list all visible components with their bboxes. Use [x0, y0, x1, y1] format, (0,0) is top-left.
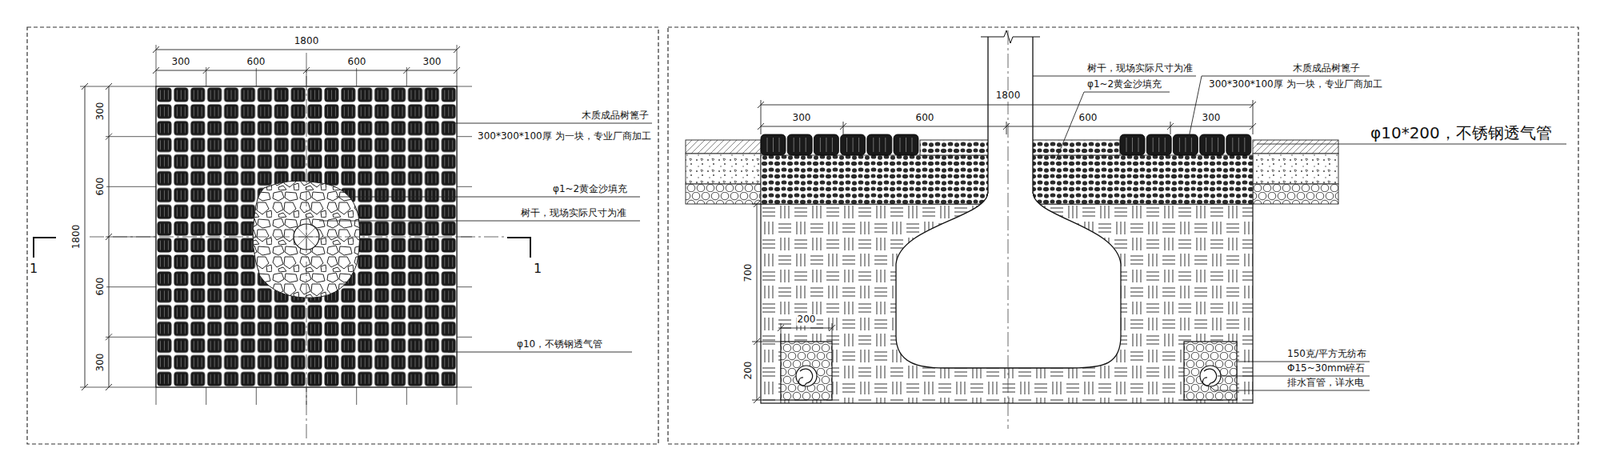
root-ball — [896, 192, 1121, 368]
callout-text: φ1~2黄金沙填充 — [552, 184, 628, 196]
dimension-text: 200 — [796, 314, 817, 326]
paving-layers — [1252, 140, 1339, 154]
callout-text: Φ15~30mm碎石 — [1286, 363, 1366, 375]
drain-pits — [1184, 341, 1237, 400]
grate-block-ribs — [767, 137, 912, 152]
plan-dimension-lines — [81, 46, 460, 391]
callout-text: 排水盲管，详水电 — [1286, 377, 1365, 389]
plan-center-lines — [89, 236, 504, 238]
dimension-text: 1800 — [995, 90, 1022, 102]
dimension-text: 300 — [171, 56, 192, 68]
plan-dimension-lines — [152, 46, 460, 74]
dimension-text: 1800 — [71, 224, 83, 251]
drain-pits — [1202, 368, 1216, 386]
section-leader-lines — [1032, 76, 1196, 77]
section-dimension-lines — [752, 100, 1256, 404]
root-ball — [896, 192, 1121, 368]
paving-layers — [1252, 184, 1339, 204]
plan-leader-lines — [319, 123, 652, 352]
sheet-frame — [27, 27, 659, 444]
section-dimension-lines — [760, 100, 1253, 135]
paving-layers — [1252, 153, 1339, 184]
dimension-text: 600 — [95, 176, 107, 197]
plan-leader-lines — [319, 220, 640, 222]
plan-dimension-lines — [84, 49, 457, 388]
dimension-text: 600 — [95, 276, 107, 297]
section-cut-marks — [33, 237, 56, 258]
section-leader-lines — [1032, 76, 1567, 391]
plan-grid-lines — [80, 44, 472, 405]
callout-text: 木质成品树篦子 — [1292, 63, 1361, 75]
dimension-text: 1800 — [293, 36, 320, 48]
section-cut-marks — [507, 237, 531, 258]
dimension-text: 600 — [915, 112, 936, 124]
plan-leader-lines — [336, 196, 640, 198]
plan-leader-lines — [448, 352, 632, 353]
callout-text: φ10*200，不锈钢透气管 — [1369, 124, 1553, 143]
section-dimension-lines — [753, 200, 760, 404]
section-mark: 1 — [532, 261, 543, 276]
plan-center-lines — [89, 52, 504, 439]
callout-text: 木质成品树篦子 — [580, 110, 650, 122]
section-mark: 1 — [28, 261, 39, 276]
section-leader-lines — [1217, 376, 1370, 377]
callout-text: 树干，现场实际尺寸为准 — [1086, 63, 1194, 75]
dimension-text: 600 — [1078, 112, 1099, 124]
drain-pits — [780, 341, 832, 400]
section-dimension-lines — [757, 101, 1256, 130]
section-dimension-lines — [752, 204, 781, 400]
section-leader-lines — [1056, 92, 1170, 160]
dimension-text: 300 — [95, 352, 107, 373]
plan-leader-lines — [448, 123, 652, 124]
paving-layers — [685, 184, 761, 204]
plan-dimension-lines — [81, 83, 112, 391]
callout-text: φ1~2黄金沙填充 — [1086, 79, 1163, 91]
section-cut-marks — [33, 237, 531, 258]
drain-pits — [796, 365, 817, 387]
tree-trunk — [988, 36, 1033, 194]
grate-block-ribs — [1126, 137, 1245, 152]
dimension-text: 700 — [743, 263, 755, 284]
section-dimension-lines — [777, 323, 836, 342]
callout-text: 树干，现场实际尺寸为准 — [520, 208, 628, 220]
paving-layers — [685, 153, 761, 184]
dimension-text: 300 — [792, 112, 812, 124]
paving-layers — [685, 140, 761, 154]
callout-text: φ10，不锈钢透气管 — [516, 339, 604, 351]
dimension-text: 300 — [1201, 112, 1222, 124]
tree-trunk — [980, 30, 1040, 197]
tree-trunk — [988, 36, 1033, 197]
tree-trunk — [980, 30, 1040, 44]
callout-text: 300*300*100厚 为一块，专业厂商加工 — [1208, 79, 1384, 91]
sheet-frame — [27, 27, 1579, 444]
callout-text: 150克/平方无纺布 — [1286, 348, 1368, 360]
callout-text: 300*300*100厚 为一块，专业厂商加工 — [476, 131, 652, 143]
drain-pits — [798, 368, 812, 386]
plan-center-lines — [306, 52, 308, 439]
drain-pits — [780, 341, 1237, 400]
section-dimension-lines — [760, 104, 1253, 127]
dimension-text: 200 — [743, 360, 755, 381]
dimension-text: 300 — [422, 56, 443, 68]
section-leader-lines — [1236, 361, 1370, 363]
section-leader-lines — [1256, 144, 1567, 145]
dimension-text: 600 — [347, 56, 368, 68]
dimension-text: 300 — [95, 101, 107, 122]
sheet-frame — [668, 27, 1579, 444]
dimension-text: 600 — [246, 56, 267, 68]
